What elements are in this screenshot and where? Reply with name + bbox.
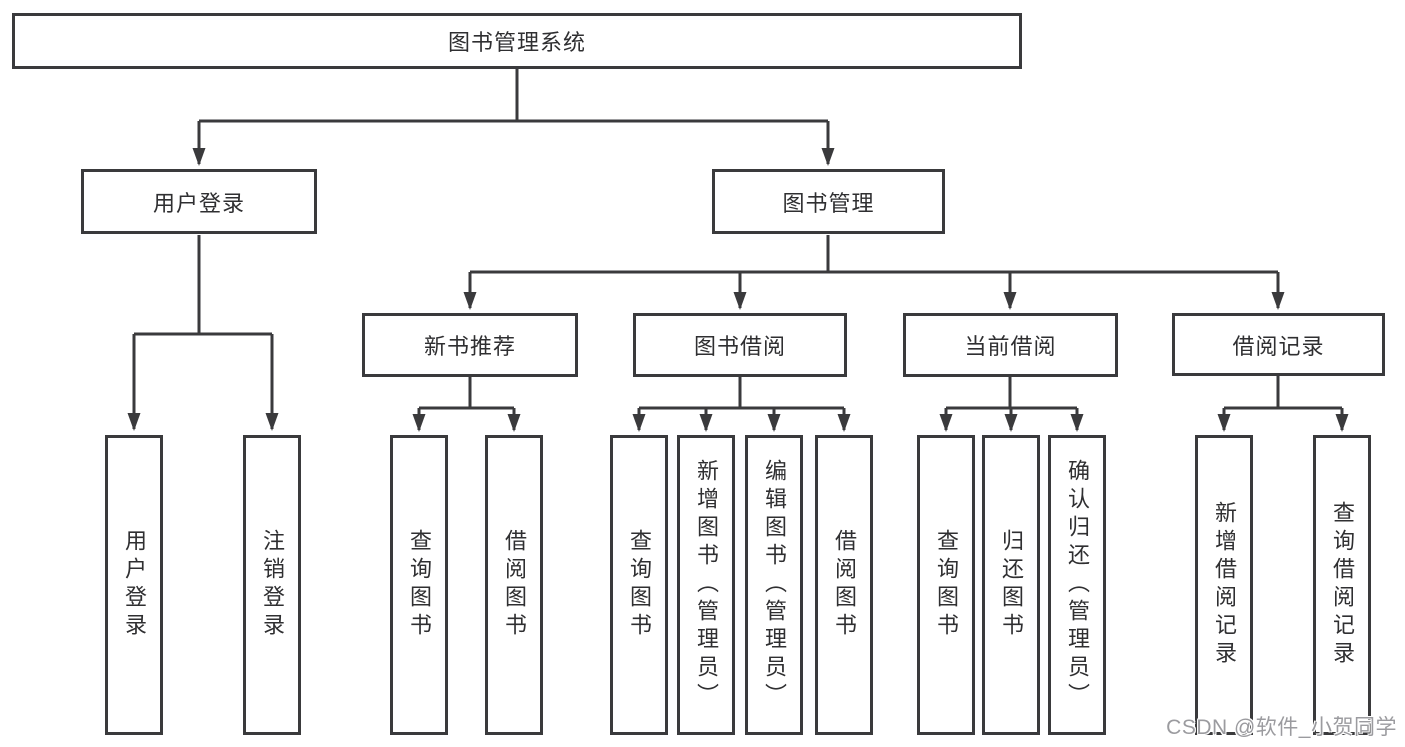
node-new-book-recommendation: 新书推荐 bbox=[362, 313, 578, 377]
leaf-return-books: 归还图书 bbox=[982, 435, 1040, 735]
node-user-login: 用户登录 bbox=[81, 169, 317, 234]
node-library-management-system: 图书管理系统 bbox=[12, 13, 1022, 69]
leaf-add-books-admin: 新增图书（管理员） bbox=[677, 435, 735, 735]
node-book-management: 图书管理 bbox=[712, 169, 945, 234]
leaf-query-books-borrowing: 查询图书 bbox=[610, 435, 668, 735]
leaf-user-login: 用户登录 bbox=[105, 435, 163, 735]
leaf-borrow-books: 借阅图书 bbox=[815, 435, 873, 735]
node-book-borrowing: 图书借阅 bbox=[633, 313, 847, 377]
leaf-query-borrow-record: 查询借阅记录 bbox=[1313, 435, 1371, 735]
node-current-borrowing: 当前借阅 bbox=[903, 313, 1118, 377]
leaf-edit-books-admin: 编辑图书（管理员） bbox=[745, 435, 803, 735]
leaf-borrow-books-recommendation: 借阅图书 bbox=[485, 435, 543, 735]
leaf-query-books-recommendation: 查询图书 bbox=[390, 435, 448, 735]
watermark: CSDN @软件_小贺同学 bbox=[1166, 716, 1397, 739]
leaf-logout: 注销登录 bbox=[243, 435, 301, 735]
leaf-confirm-return-admin: 确认归还（管理员） bbox=[1048, 435, 1106, 735]
leaf-query-books-current: 查询图书 bbox=[917, 435, 975, 735]
leaf-add-borrow-record: 新增借阅记录 bbox=[1195, 435, 1253, 735]
node-borrowing-records: 借阅记录 bbox=[1172, 313, 1385, 376]
